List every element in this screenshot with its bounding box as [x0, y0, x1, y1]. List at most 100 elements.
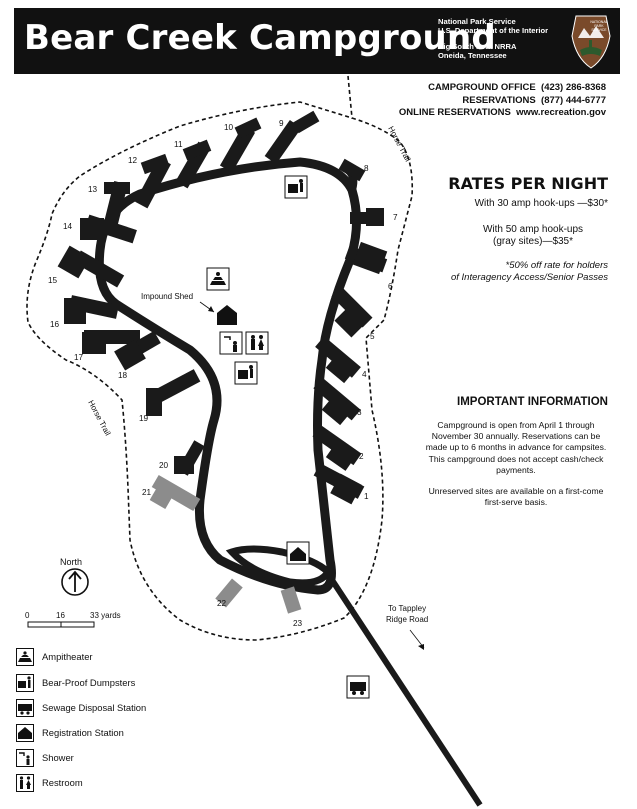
contact-online-url[interactable]: www.recreation.gov [516, 107, 606, 118]
discount-note: *50% off rate for holders of Interagency… [408, 260, 608, 284]
site-7-pad [366, 208, 384, 226]
info-paragraph-1: Campground is open from April 1 through … [425, 420, 607, 475]
amphitheater-icon [206, 267, 230, 291]
logo-text-1: NATIONAL [590, 20, 607, 24]
legend-item-amphitheater: Ampitheater [16, 648, 216, 668]
site-5-pad [334, 306, 366, 338]
site-label-20: 20 [159, 461, 169, 470]
legend-label: Bear-Proof Dumpsters [42, 677, 136, 688]
site-label-6: 6 [388, 282, 393, 291]
gray-sites [149, 474, 302, 614]
site-23-pad [280, 586, 302, 614]
legend-label: Ampitheater [42, 651, 93, 662]
contact-office-phone: (423) 286-8368 [541, 82, 606, 93]
scale-tick-33: 33 yards [90, 611, 121, 620]
horse-trail-label-left: Horse Trail [86, 399, 112, 438]
site-label-15: 15 [48, 276, 58, 285]
site-label-14: 14 [63, 222, 73, 231]
site-label-4: 4 [362, 370, 367, 379]
scale-bar: 0 16 33 yards [25, 611, 121, 628]
site-label-11: 11 [174, 140, 183, 149]
agency-info: National Park Service U.S. Department of… [438, 17, 548, 61]
contact-info: CAMPGROUND OFFICE (423) 286-8368 RESERVA… [376, 82, 606, 120]
north-label: North [60, 557, 82, 567]
legend-item-restroom: Restroom [16, 774, 216, 794]
site-9-spur [264, 119, 302, 165]
logo-text-2: PARK [594, 24, 604, 28]
site-1-pad [330, 473, 362, 505]
site-13-spur [102, 181, 128, 233]
site-8-pad [338, 158, 366, 182]
contact-office: CAMPGROUND OFFICE (423) 286-8368 [376, 82, 606, 95]
contact-reservations-label: RESERVATIONS [462, 94, 536, 106]
site-label-22: 22 [217, 599, 227, 608]
shower-icon [16, 749, 34, 767]
nps-arrowhead-logo: NATIONAL PARK SERVICE [571, 15, 611, 69]
park-line-2: Oneida, Tennessee [438, 51, 507, 61]
header-banner: Bear Creek Campground National Park Serv… [14, 8, 620, 74]
discount-line1: *50% off rate for holders [505, 260, 608, 271]
legend-item-sewage: Sewage Disposal Station [16, 699, 216, 719]
site-label-1: 1 [364, 492, 369, 501]
site-19-pad [146, 388, 162, 416]
impound-shed-icon [217, 305, 237, 325]
rate-30amp: With 30 amp hook-ups —$30* [474, 198, 608, 209]
site-label-23: 23 [293, 619, 303, 628]
site-label-17: 17 [74, 353, 84, 362]
legend-label: Shower [42, 752, 74, 763]
scale-tick-16: 16 [56, 611, 65, 620]
info-title: IMPORTANT INFORMATION [457, 396, 608, 408]
site-17-pad [82, 332, 106, 354]
site-14-pad [80, 218, 104, 240]
site-9-pad [292, 110, 320, 134]
site-3-pad [321, 392, 355, 426]
dumpster-icon [284, 175, 308, 199]
contact-reservations: RESERVATIONS (877) 444-6777 [376, 95, 606, 108]
inner-loop-road [225, 545, 333, 587]
site-5-spur [331, 286, 373, 328]
site-label-3: 3 [357, 408, 362, 417]
site-4-pad [325, 350, 359, 384]
site-20-pad [174, 456, 194, 474]
site-10-spur [219, 125, 256, 173]
restroom-icon [245, 331, 269, 355]
site-label-19: 19 [139, 414, 149, 423]
road-destination-line1: To Tappley [388, 604, 426, 613]
registration-icon [286, 541, 310, 565]
site-label-7: 7 [393, 213, 398, 222]
site-19-spur [149, 369, 201, 405]
site-21-block [149, 480, 177, 510]
site-label-21: 21 [142, 488, 152, 497]
contact-online-label: ONLINE RESERVATIONS [398, 107, 511, 118]
site-label-18: 18 [118, 371, 128, 380]
legend-label: Registration Station [42, 727, 124, 738]
scale-tick-0: 0 [25, 611, 30, 620]
site-6-pad [352, 241, 388, 275]
legend-item-shower: Shower [16, 749, 216, 769]
agency-line-1: National Park Service [438, 17, 516, 26]
rate-50amp-line1: With 50 amp hook-ups [482, 224, 584, 235]
site-12-spur [135, 157, 171, 209]
horse-trail-path [26, 75, 414, 641]
site-10-pad [234, 117, 262, 139]
contact-reservations-phone: (877) 444-6777 [541, 94, 606, 106]
shower-icon [219, 331, 243, 355]
site-15-pad [57, 245, 91, 279]
campsite-spurs [57, 110, 320, 476]
horse-trail-label-top: Horse Trail [386, 125, 412, 164]
page-title: Bear Creek Campground [24, 18, 496, 58]
site-label-8: 8 [364, 164, 369, 173]
agency-line-2: U.S. Department of the Interior [438, 26, 549, 36]
registration-icon [16, 724, 34, 742]
contact-office-label: CAMPGROUND OFFICE [428, 82, 536, 93]
campground-loop-road [94, 157, 362, 595]
road-destination-line2: Ridge Road [386, 615, 428, 624]
site-12-pad [140, 153, 170, 175]
site-numbers: 1 2 3 4 5 6 7 8 9 10 11 12 13 14 15 16 1… [48, 119, 398, 628]
rate-50amp: With 50 amp hook-ups (gray sites)—$35* [458, 224, 608, 248]
dumpster-icon-2 [234, 361, 258, 385]
site-label-12: 12 [128, 156, 138, 165]
sewage-disposal-icon [16, 699, 34, 717]
campsite-spurs-east [312, 158, 388, 505]
